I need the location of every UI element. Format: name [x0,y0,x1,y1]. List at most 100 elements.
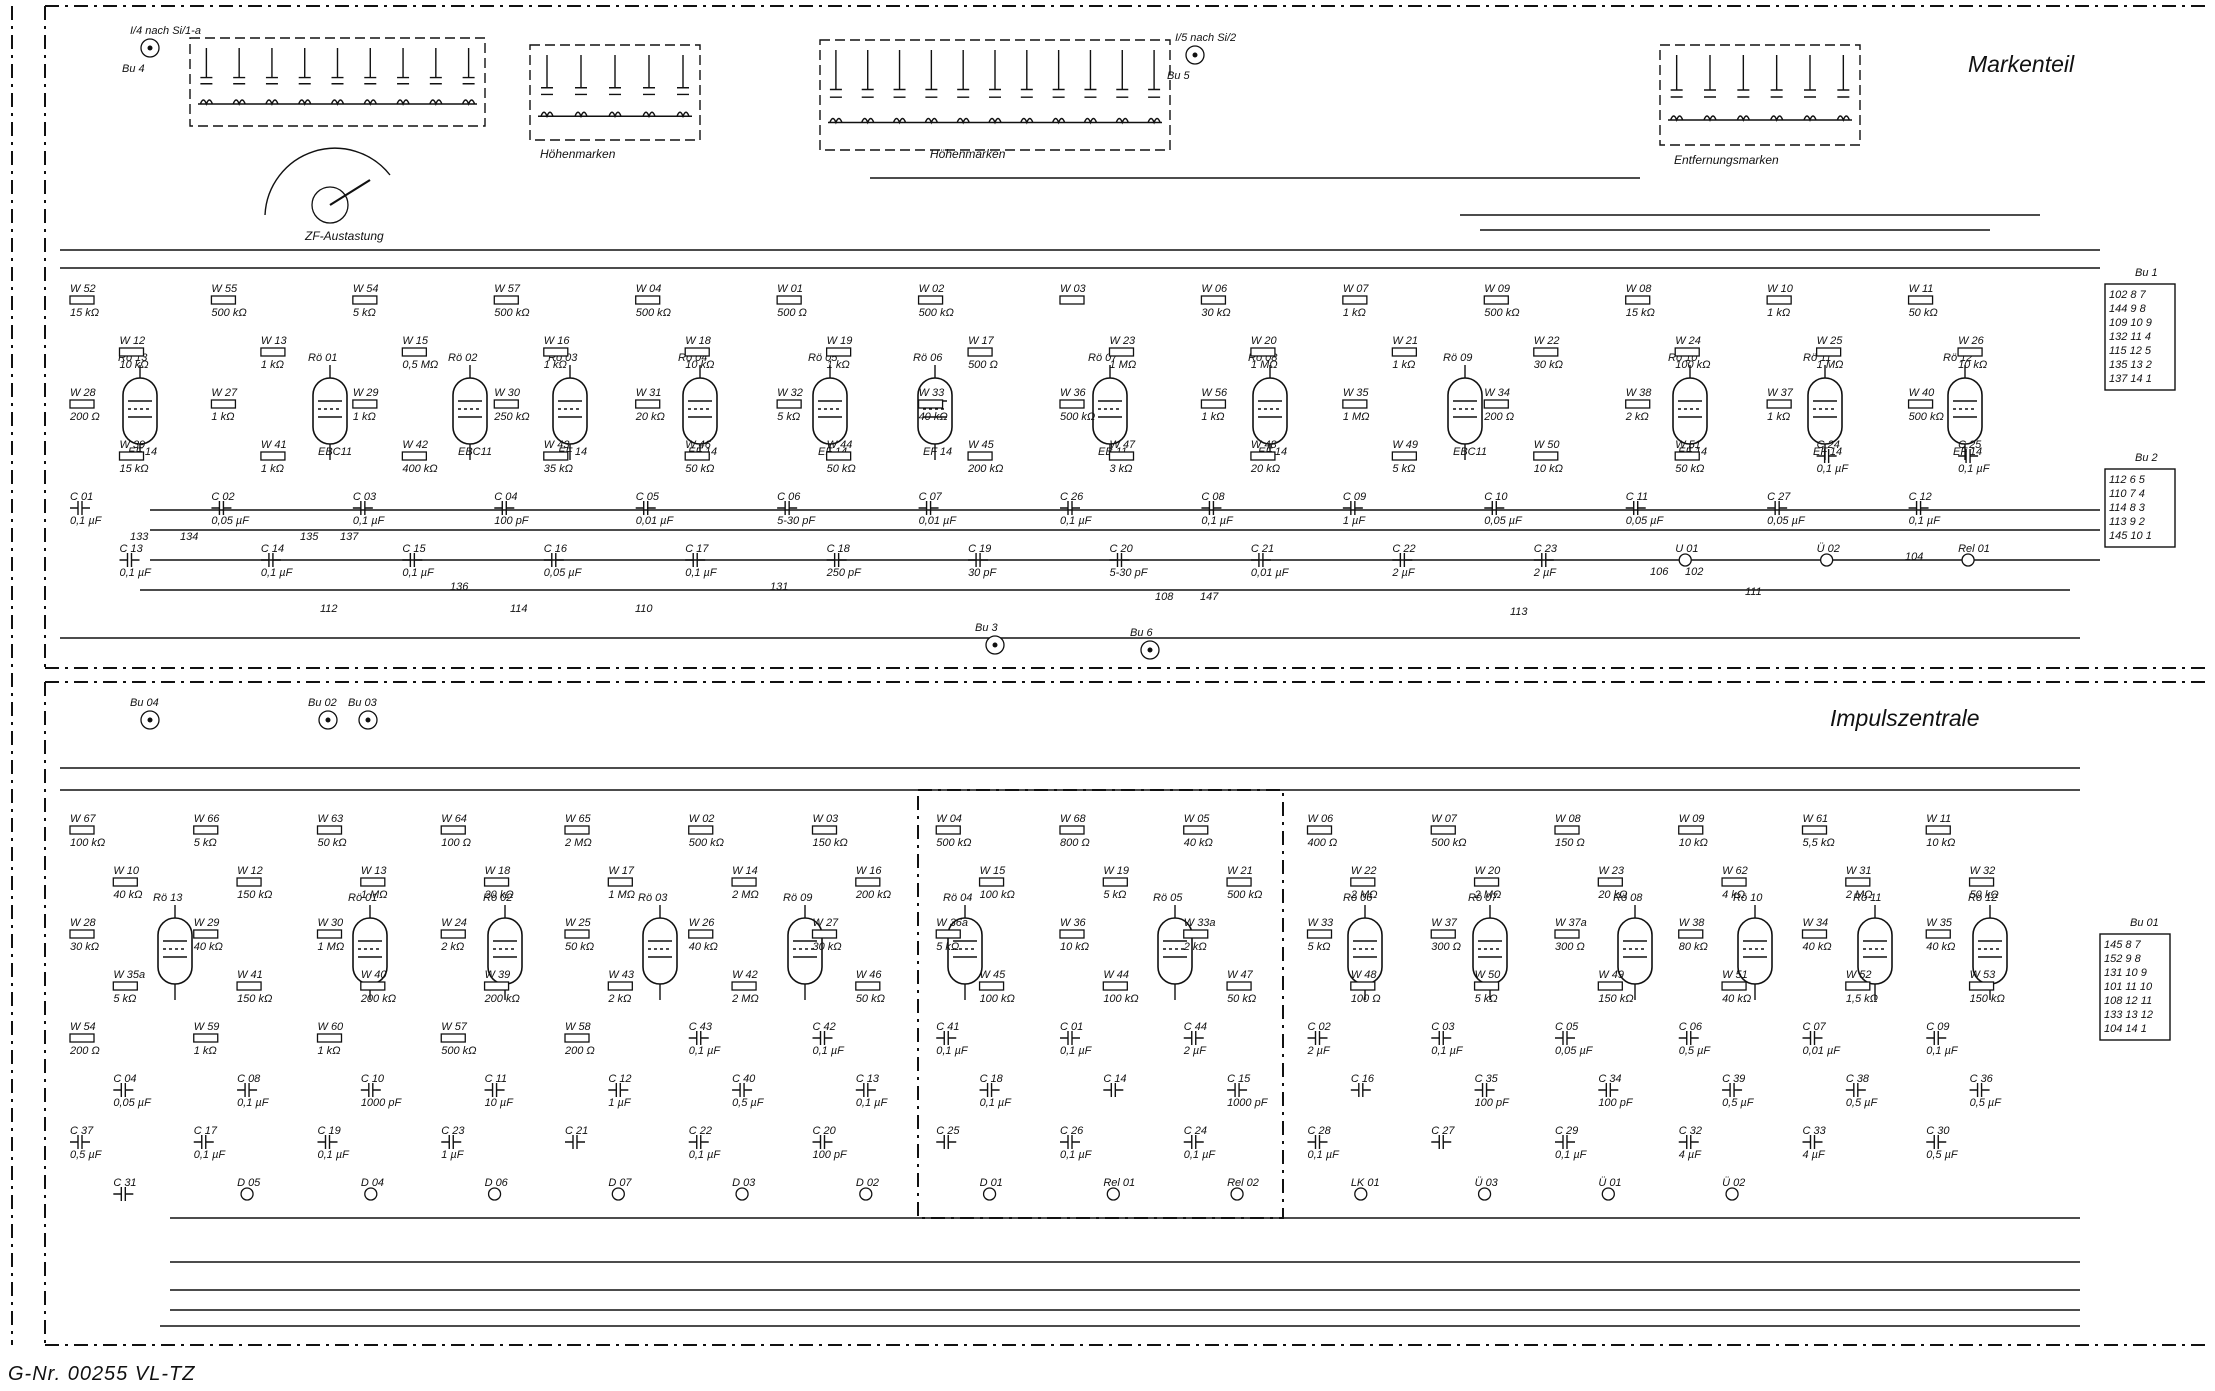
component-ref: W 49 [1598,969,1624,981]
component-ref: W 54 [353,283,379,295]
component-ref: W 45 [980,969,1007,981]
connector-pin: 102 8 7 [2109,289,2147,301]
component-ref: W 35 [1343,387,1370,399]
tube-type: EF 14 [1953,446,1982,458]
component-value: 1 kΩ [1392,359,1415,371]
component: W 505 kΩ [1473,969,1501,1005]
filter-bank [1659,44,1861,146]
component: D 03 [732,1177,756,1201]
impulszentrale-title: Impulszentrale [1830,705,1980,731]
component-ref: W 55 [211,283,238,295]
wire-node-number: 134 [180,531,198,543]
connector-pin: 101 11 10 [2104,981,2153,993]
socket-sub-label: Bu 4 [122,63,145,75]
component-value: 0,1 µF [1555,1149,1588,1161]
component-value: 3 kΩ [1110,463,1133,475]
component-value: 0,05 µF [211,515,250,527]
vacuum-tube: Rö 08 [1613,892,1653,1000]
component-value: 500 kΩ [636,307,671,319]
component-value: 1 MΩ [361,889,388,901]
component-value: 0,05 µF [113,1097,152,1109]
component: U 01 [1675,543,1698,567]
component: W 432 kΩ [607,969,635,1005]
wire-node-number: 106 [1650,566,1669,578]
component-value: 0,05 µF [544,567,583,579]
tube-label: Rö 02 [448,352,477,364]
component-ref: W 47 [1227,969,1254,981]
component: C 400,5 µF [732,1073,765,1109]
component-value: 0,1 µF [1926,1045,1959,1057]
component-value: 0,1 µF [813,1045,846,1057]
component-value: 40 kΩ [1803,941,1832,953]
socket-label: Bu 04 [130,697,159,709]
component-value: 500 kΩ [689,837,724,849]
wire-node-number: 113 [1510,606,1528,618]
tube-label: Rö 11 [1853,892,1882,904]
component-value: 5 kΩ [113,993,136,1005]
component-ref: C 21 [1251,543,1274,555]
component-ref: W 15 [980,865,1007,877]
component-value: 200 Ω [1483,411,1514,423]
component-ref: C 16 [1351,1073,1375,1085]
component-ref: W 44 [827,439,853,451]
component: W 601 kΩ [316,1021,344,1057]
component-value: 40 kΩ [194,941,223,953]
component-ref: C 22 [689,1125,712,1137]
component-ref: W 51 [1675,439,1701,451]
component-ref: W 42 [402,439,428,451]
component-ref: W 08 [1626,283,1653,295]
component-ref: C 18 [827,543,851,555]
connector-pin: 135 13 2 [2109,359,2152,371]
tube-label: Rö 07 [1468,892,1498,904]
component-ref: C 17 [194,1125,218,1137]
component: W 131 kΩ [260,335,287,371]
component-ref: C 25 [1958,439,1982,451]
component-ref: W 38 [1679,917,1706,929]
component-ref: C 26 [1060,1125,1084,1137]
component: W 411 kΩ [260,439,287,475]
component-ref: W 40 [361,969,388,981]
vacuum-tube: Rö 13 [153,892,193,1000]
component-ref: W 12 [237,865,263,877]
component: W 371 kΩ [1766,387,1794,423]
component-value: 80 kΩ [1679,941,1708,953]
component-ref: C 04 [113,1073,136,1085]
component-ref: W 16 [544,335,571,347]
component: W 521,5 kΩ [1845,969,1878,1005]
component-value: 0,1 µF [1909,515,1942,527]
component-ref: W 23 [1110,335,1137,347]
component-value: 10 kΩ [1534,463,1563,475]
component-value: 1 MΩ [318,941,345,953]
component: C 080,1 µF [237,1073,270,1109]
component: C 430,1 µF [688,1021,721,1057]
component: W 202 MΩ [1474,865,1502,901]
component: W 201 MΩ [1250,335,1278,371]
connector-pin: 114 8 3 [2109,502,2146,514]
vacuum-tube: Rö 01 [348,892,388,1000]
component-value: 5 kΩ [777,411,800,423]
tube-label: Rö 06 [913,352,943,364]
component-value: 2 kΩ [607,993,631,1005]
tube-label: Rö 12 [1968,892,1997,904]
component-value: 1 kΩ [1343,307,1366,319]
component-value: 200 kΩ [967,463,1003,475]
